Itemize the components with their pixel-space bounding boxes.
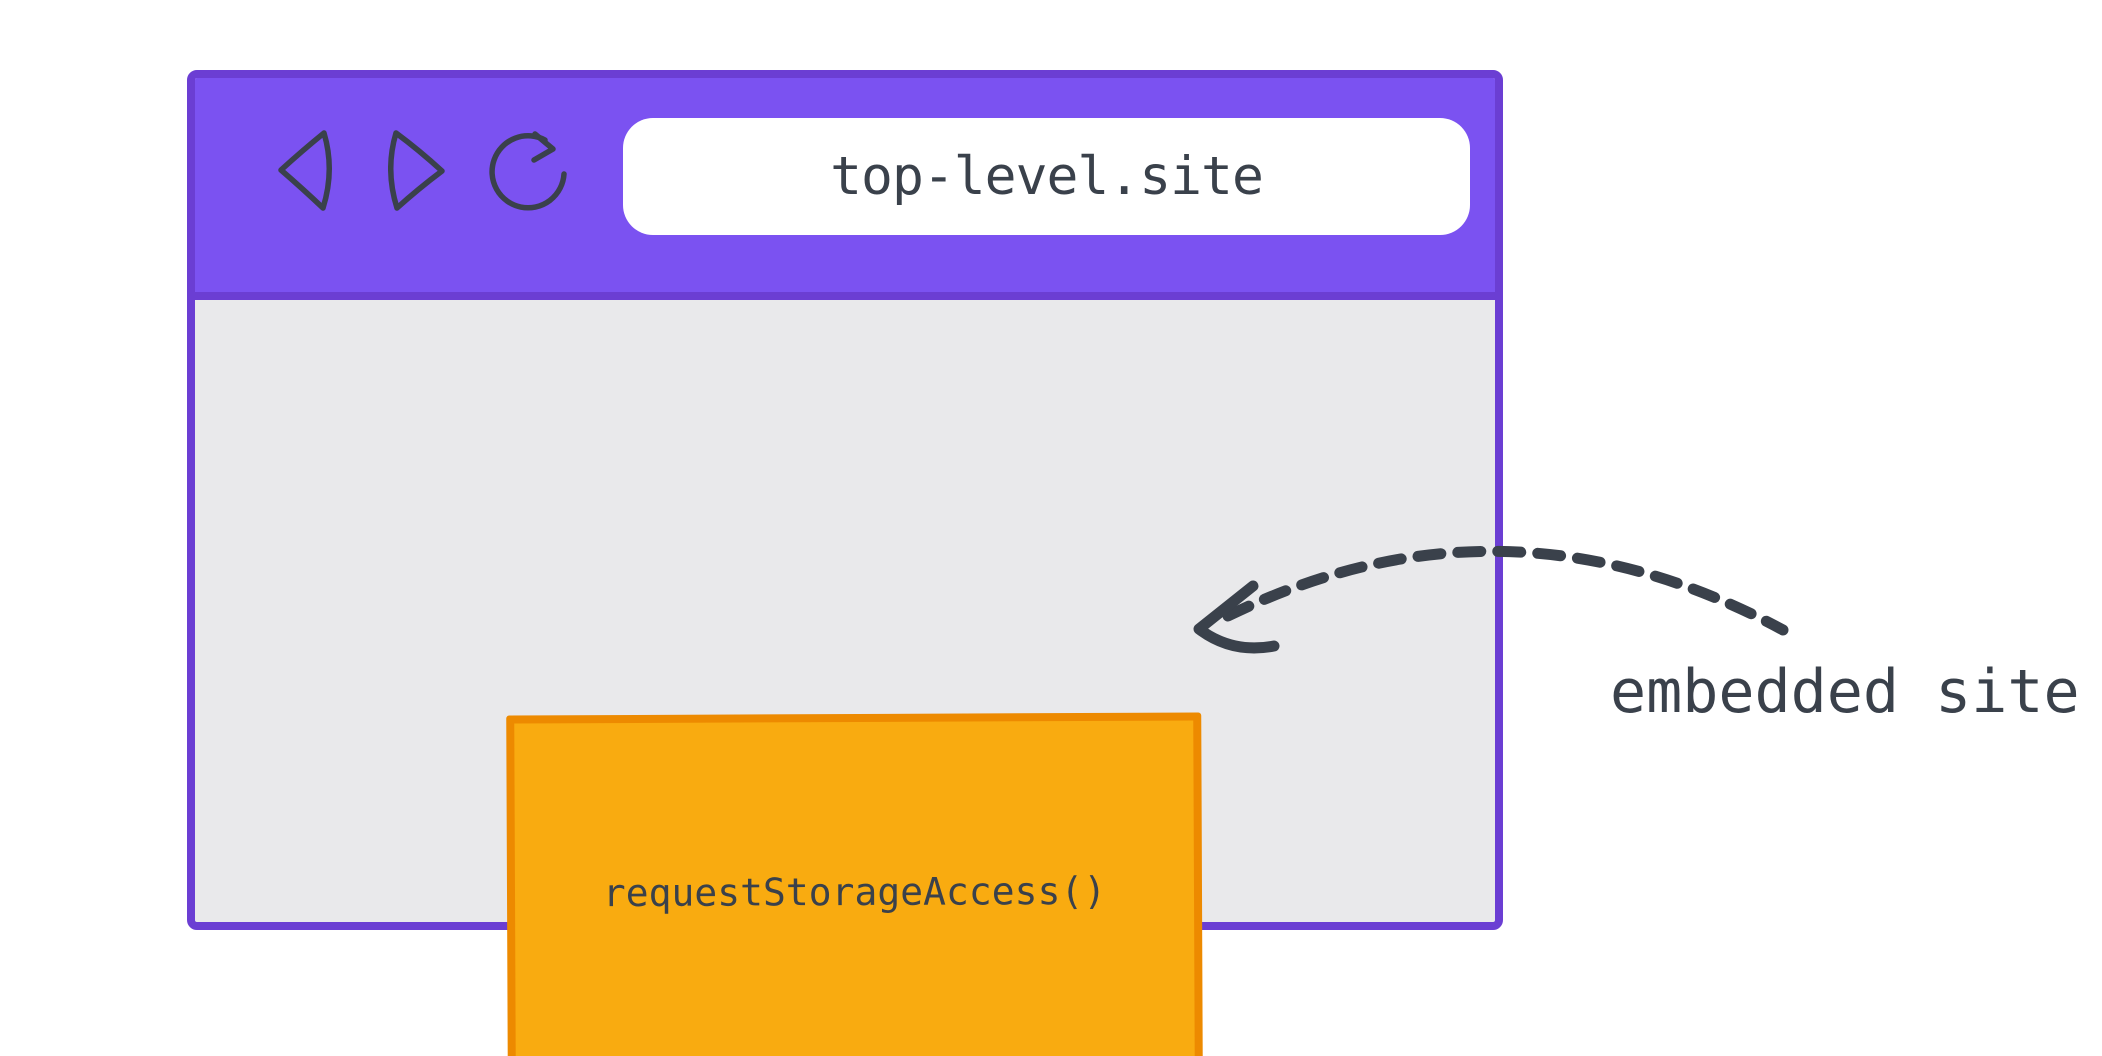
browser-viewport: requestStorageAccess() (195, 300, 1495, 1056)
browser-window: top-level.site requestStorageAccess() (187, 70, 1503, 1056)
reload-icon-circle (489, 133, 567, 211)
address-bar[interactable]: top-level.site (623, 118, 1470, 235)
address-url: top-level.site (830, 146, 1264, 207)
back-icon[interactable] (275, 128, 333, 214)
embedded-iframe-label: requestStorageAccess() (602, 868, 1107, 916)
embedded-site-label: embedded site (1610, 657, 2080, 727)
embedded-iframe[interactable]: requestStorageAccess() (506, 712, 1203, 1056)
back-icon-shape (278, 130, 332, 211)
reload-icon-arrowhead (531, 131, 556, 163)
forward-icon[interactable] (388, 128, 450, 214)
browser-toolbar: top-level.site (195, 78, 1495, 300)
forward-icon-shape (388, 130, 445, 211)
reload-icon[interactable] (488, 130, 572, 218)
